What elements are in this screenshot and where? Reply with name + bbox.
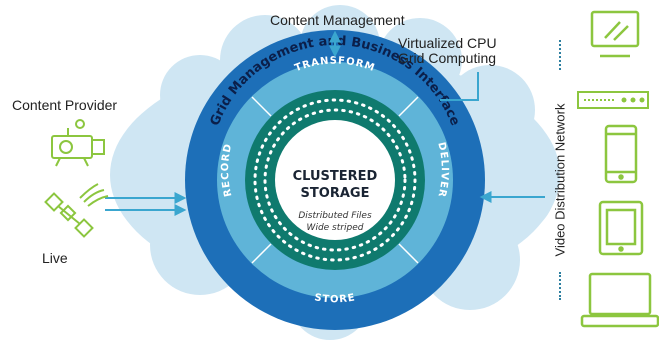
phone-icon [604, 124, 638, 184]
live-label: Live [42, 250, 68, 266]
core-title-line2: STORAGE [301, 186, 370, 201]
core-circle [275, 120, 395, 240]
distribution-dotted-line-top [559, 40, 563, 70]
grid-computing-label: Grid Computing [398, 50, 497, 66]
segment-deliver: DELIVER [435, 141, 450, 199]
laptop-icon [580, 272, 659, 328]
set-top-box-icon [577, 91, 649, 109]
core-subtitle-line1: Distributed Files [298, 211, 372, 221]
segment-store: STORE [314, 292, 357, 305]
distribution-dotted-line-bottom [559, 272, 563, 300]
core-subtitle-line2: Wide striped [307, 223, 364, 233]
tablet-icon [598, 200, 644, 256]
satellite-icon [44, 183, 109, 238]
projector-camera-icon [51, 119, 105, 167]
monitor-icon [590, 10, 640, 58]
virtualized-cpu-label: Virtualized CPU [398, 35, 497, 51]
dotted-ring-dots-inner [263, 108, 407, 252]
virtualized-cpu-connector [440, 72, 479, 101]
dotted-ring-dots-outer [253, 98, 417, 262]
content-management-label: Content Management [270, 12, 405, 28]
segment-dividers [251, 96, 419, 264]
core-title-line1: CLUSTERED [293, 169, 378, 184]
video-distribution-network-label: Video Distribution Network [552, 103, 568, 257]
content-provider-label: Content Provider [12, 97, 118, 113]
segment-record: RECORD [220, 142, 234, 197]
